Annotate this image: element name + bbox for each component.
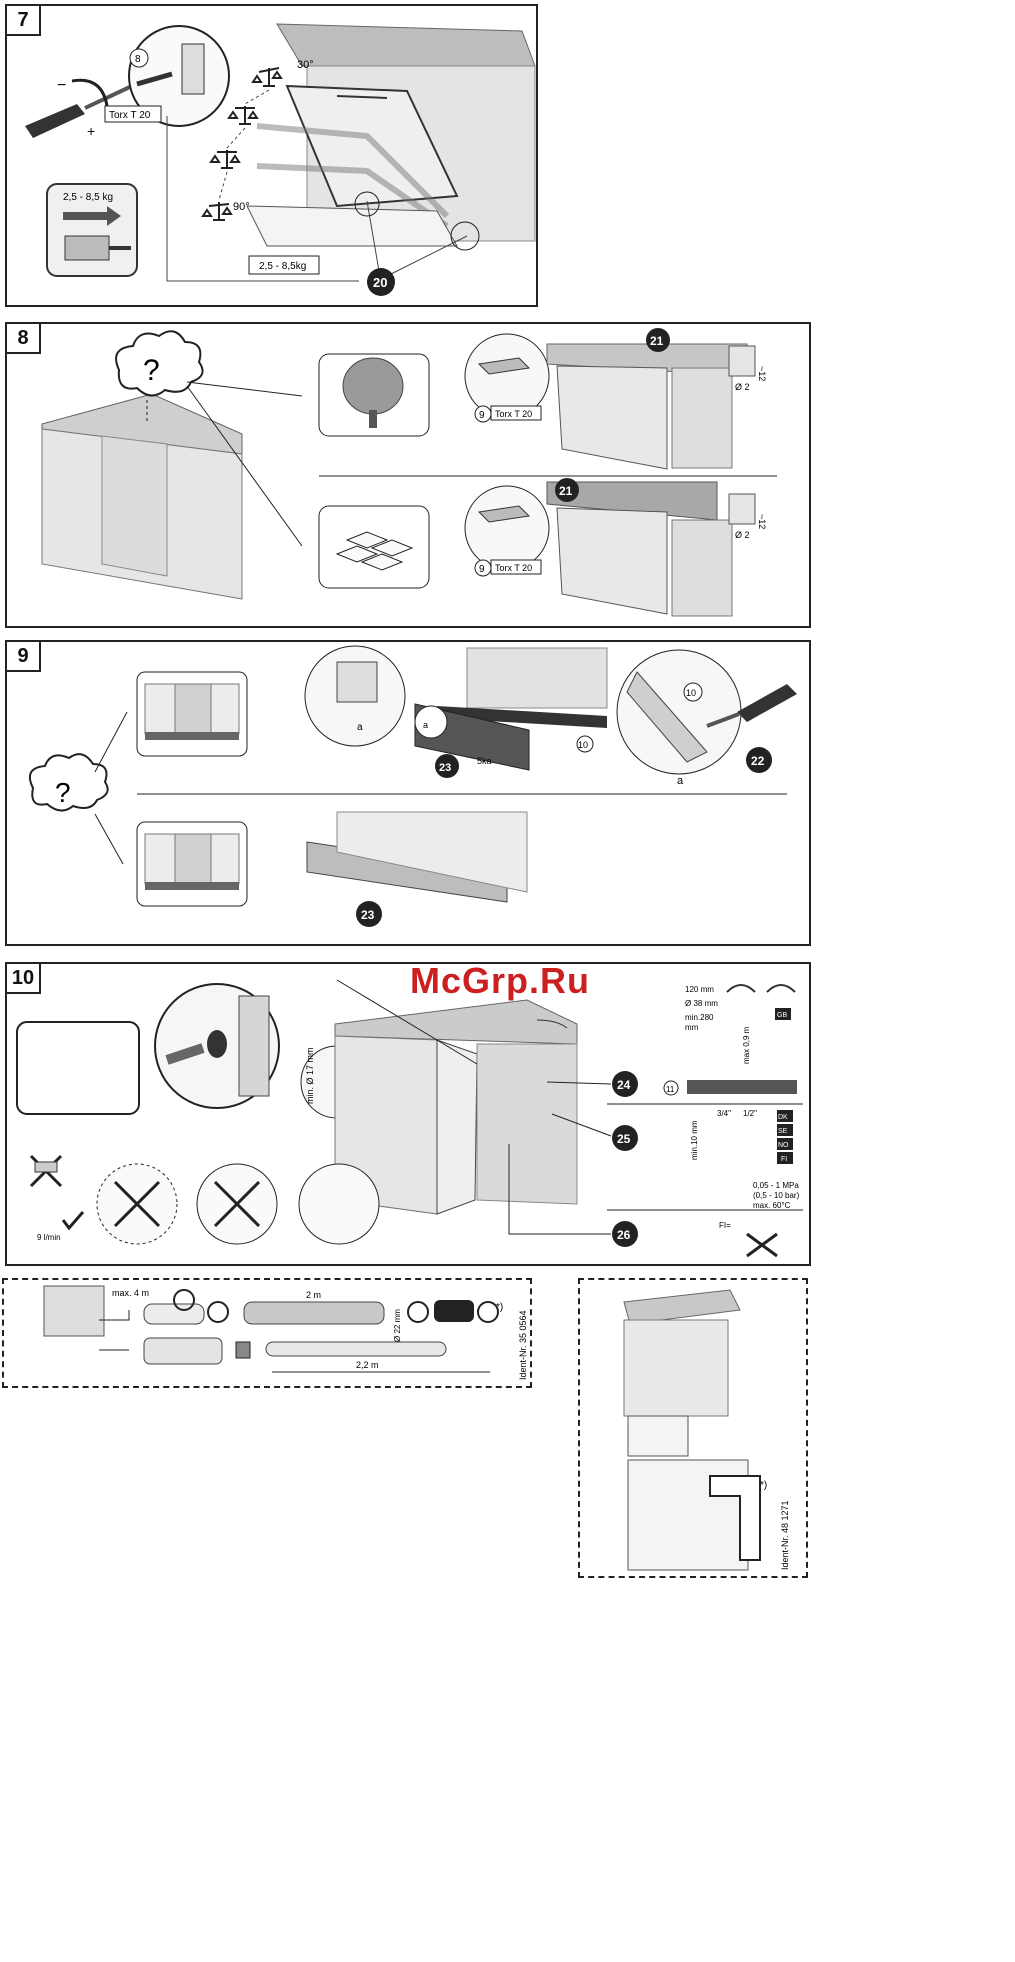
svg-text:min. Ø 17 mm: min. Ø 17 mm xyxy=(305,1047,315,1104)
svg-text:23: 23 xyxy=(361,908,375,922)
svg-text:?: ? xyxy=(143,354,160,387)
step-8-illustration: ? 9 Torx T 20 21 ~12 Ø 2 xyxy=(41,328,777,617)
balance-icon xyxy=(201,67,283,221)
step-number: 7 xyxy=(7,6,41,36)
svg-text:mm: mm xyxy=(685,1023,699,1032)
svg-text:26: 26 xyxy=(617,1228,631,1242)
plinth-accessory-illustration: *) Ident-Nr. 48 1271 xyxy=(623,1289,790,1571)
step-7-panel: 7 30° 90° − + 8 xyxy=(5,4,538,307)
step-7-illustration: 30° 90° − + 8 Torx T 20 2,5 - 8,5 kg 2,5… xyxy=(25,23,536,296)
svg-text:10: 10 xyxy=(686,688,696,698)
svg-text:21: 21 xyxy=(650,334,664,348)
step-number: 8 xyxy=(7,324,41,354)
screwdriver-icon xyxy=(706,684,797,728)
svg-text:2,2 m: 2,2 m xyxy=(356,1360,379,1370)
svg-text:2 m: 2 m xyxy=(306,1290,321,1300)
svg-text:Ø 38 mm: Ø 38 mm xyxy=(685,999,718,1008)
svg-text:GB: GB xyxy=(777,1012,787,1019)
svg-text:max. 60°C: max. 60°C xyxy=(753,1201,791,1210)
hose-extension-illustration: max. 4 m 2 m Ø 22 mm *) Ident-Nr. 35 056… xyxy=(43,1285,528,1380)
svg-text:~12: ~12 xyxy=(757,366,767,381)
callout-20: 20 xyxy=(373,275,387,290)
svg-text:min.280: min.280 xyxy=(685,1013,714,1022)
svg-text:30°: 30° xyxy=(297,59,314,71)
svg-text:~12: ~12 xyxy=(757,514,767,529)
svg-text:9: 9 xyxy=(479,564,485,575)
svg-text:*): *) xyxy=(496,1302,503,1313)
svg-text:Ø 2: Ø 2 xyxy=(735,382,750,392)
svg-text:0,05 - 1 MPa: 0,05 - 1 MPa xyxy=(753,1181,799,1190)
svg-text:+: + xyxy=(87,123,95,139)
svg-text:a: a xyxy=(357,722,363,733)
svg-text:2,5 - 8,5 kg: 2,5 - 8,5 kg xyxy=(63,192,113,203)
svg-text:FI: FI xyxy=(781,1156,787,1163)
svg-text:Torx T 20: Torx T 20 xyxy=(109,110,151,121)
svg-text:23: 23 xyxy=(439,762,451,774)
svg-text:FI=: FI= xyxy=(719,1221,731,1230)
svg-text:Torx T 20: Torx T 20 xyxy=(495,409,532,419)
svg-text:2,5 - 8,5kg: 2,5 - 8,5kg xyxy=(259,261,306,272)
step-10-illustration: min. Ø 17 mm 24 25 26 9 l/min 120 mm xyxy=(16,979,803,1258)
svg-text:Ident-Nr. 35 0564: Ident-Nr. 35 0564 xyxy=(518,1310,528,1380)
step-9-panel: 9 ? a a 5ka 23 10 10 xyxy=(5,640,811,946)
svg-text:Torx T 20: Torx T 20 xyxy=(495,563,532,573)
svg-text:max. 4 m: max. 4 m xyxy=(112,1288,149,1298)
svg-text:5ka: 5ka xyxy=(477,756,492,766)
svg-text:DK: DK xyxy=(778,1114,788,1121)
svg-text:90°: 90° xyxy=(233,201,250,213)
question-cloud-icon: ? xyxy=(29,753,109,812)
step-9-illustration: ? a a 5ka 23 10 10 xyxy=(29,645,797,927)
svg-text:24: 24 xyxy=(617,1078,631,1092)
svg-text:3/4": 3/4" xyxy=(717,1109,731,1118)
svg-text:9 l/min: 9 l/min xyxy=(37,1233,61,1242)
svg-text:a: a xyxy=(423,720,428,730)
step-10-panel: 10 min. Ø 17 mm 24 25 26 9 l/min xyxy=(5,962,811,1266)
step-8-panel: 8 ? 9 Torx T 20 xyxy=(5,322,811,628)
svg-text:a: a xyxy=(677,775,684,787)
svg-text:21: 21 xyxy=(559,484,573,498)
tree-icon xyxy=(342,357,404,428)
plinth-accessory-box: *) Ident-Nr. 48 1271 xyxy=(578,1278,808,1578)
svg-text:−: − xyxy=(57,77,66,94)
svg-text:min.10 mm: min.10 mm xyxy=(690,1120,699,1160)
svg-text:max 0,9 m: max 0,9 m xyxy=(742,1026,751,1064)
svg-text:?: ? xyxy=(55,777,71,808)
svg-text:NO: NO xyxy=(778,1142,789,1149)
svg-text:Ø 2: Ø 2 xyxy=(735,530,750,540)
step-number: 9 xyxy=(7,642,41,672)
svg-text:(0,5 - 10 bar): (0,5 - 10 bar) xyxy=(753,1191,800,1200)
svg-text:120 mm: 120 mm xyxy=(685,985,714,994)
svg-text:Ø 22 mm: Ø 22 mm xyxy=(393,1309,402,1342)
screwdriver-icon xyxy=(25,84,133,138)
watermark-text: McGrp.Ru xyxy=(410,960,591,1001)
question-cloud-icon: ? xyxy=(115,330,204,397)
svg-text:*): *) xyxy=(760,1480,767,1491)
svg-text:Ident-Nr. 48 1271: Ident-Nr. 48 1271 xyxy=(780,1500,790,1570)
bricks-icon xyxy=(335,531,414,571)
svg-text:SE: SE xyxy=(778,1128,788,1135)
step-number: 10 xyxy=(7,964,41,994)
svg-text:9: 9 xyxy=(479,410,485,421)
svg-text:11: 11 xyxy=(666,1085,675,1094)
svg-text:8: 8 xyxy=(135,54,141,65)
hose-extension-accessory-box: max. 4 m 2 m Ø 22 mm *) Ident-Nr. 35 056… xyxy=(2,1278,532,1388)
svg-text:25: 25 xyxy=(617,1132,631,1146)
svg-text:22: 22 xyxy=(751,754,765,768)
check-icon xyxy=(61,1211,85,1231)
no-tap-icon xyxy=(29,1154,63,1188)
svg-text:1/2": 1/2" xyxy=(743,1109,757,1118)
svg-text:10: 10 xyxy=(578,740,588,750)
